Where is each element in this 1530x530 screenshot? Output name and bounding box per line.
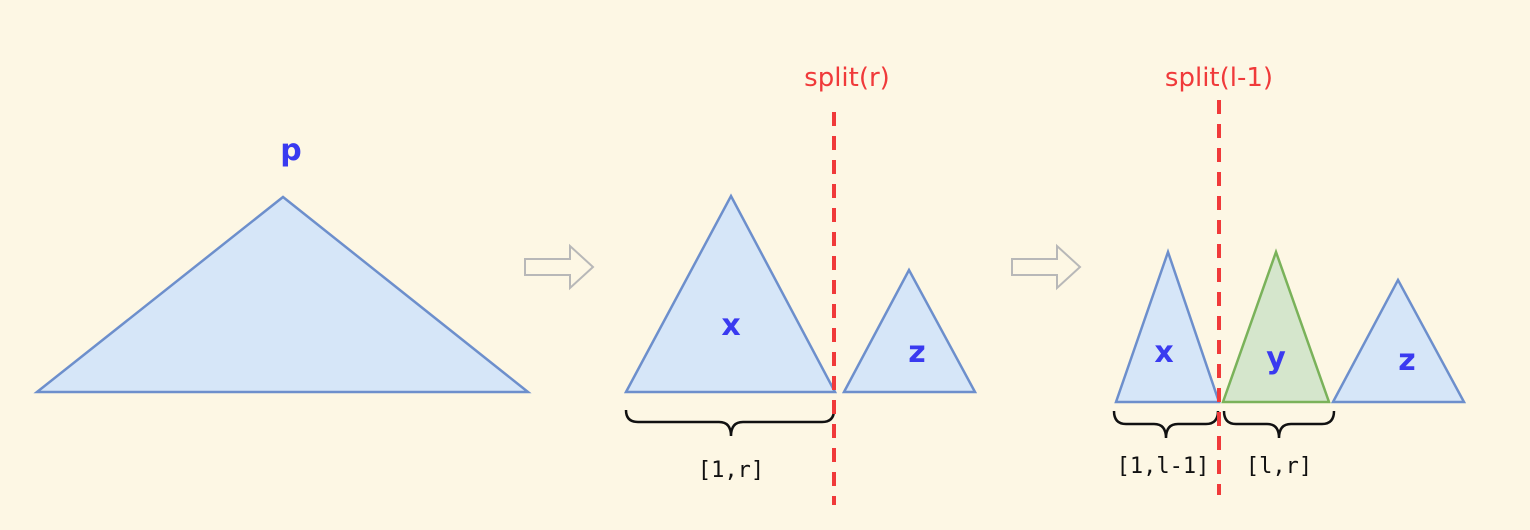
range-label: [1,r] xyxy=(698,458,764,483)
split-label: split(r) xyxy=(804,63,890,93)
brace-first xyxy=(624,409,836,437)
range-label: [1,l-1] xyxy=(1117,454,1210,479)
label-x: x xyxy=(1154,335,1173,370)
tree-x-first xyxy=(623,193,838,394)
label-x: x xyxy=(721,308,740,343)
label-y: y xyxy=(1266,341,1286,376)
brace-second-left xyxy=(1112,410,1220,439)
tree-p xyxy=(33,195,532,394)
tree-z-first xyxy=(841,267,978,394)
brace-second-right xyxy=(1222,410,1336,439)
tree-z-second xyxy=(1330,277,1467,404)
split-label: split(l-1) xyxy=(1165,63,1273,93)
tree-y-second xyxy=(1221,248,1331,404)
range-label: [l,r] xyxy=(1246,454,1312,479)
tree-x-second xyxy=(1114,248,1221,404)
arrow-right-icon xyxy=(1011,243,1082,291)
label-z: z xyxy=(908,335,925,370)
arrow-right-icon xyxy=(524,243,595,291)
label-p: p xyxy=(280,133,301,168)
label-z: z xyxy=(1398,343,1415,378)
